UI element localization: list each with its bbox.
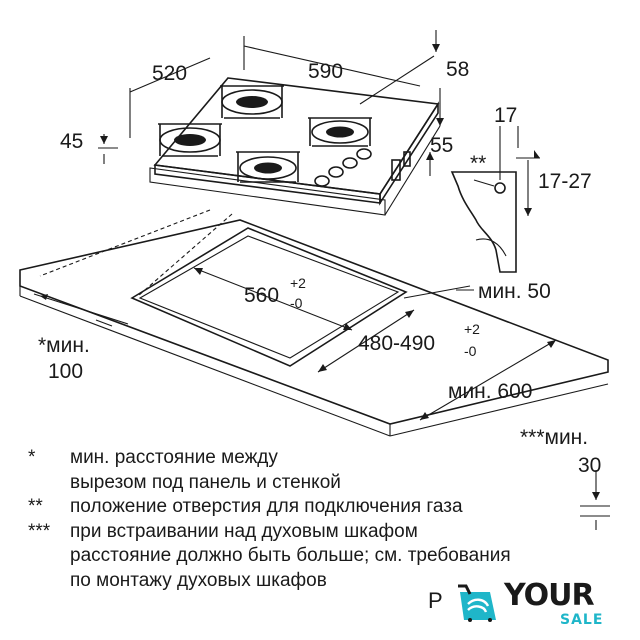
burner-back-right [308,117,372,147]
legend-text: расстояние должно быть больше; см. требо… [70,545,511,566]
dim-480-plus: +2 [464,321,480,337]
gas-hole-marker: ** [470,152,486,175]
legend-text: вырезом под панель и стенкой [70,471,341,493]
burner-back-left [220,85,284,119]
your-sale-logo: YOUR SALE [456,576,626,630]
dimension-lines-cutout [33,267,610,530]
legend-mark: * [28,447,36,468]
burner-front-left [158,123,222,157]
dim-560-minus: -0 [290,295,303,311]
dim-55: 55 [430,134,453,157]
shopping-bag-icon [458,584,496,622]
cutout-opening [130,227,408,367]
hob-drawing [149,77,441,216]
dim-560: 560 [244,284,279,307]
panel-profile [450,126,540,273]
dim-520: 520 [152,62,187,85]
dimension-lines-top [98,30,444,176]
logo-word: YOUR [504,578,595,613]
hob-body [149,167,386,216]
legend-mark: ** [28,496,43,517]
dim-triple-star-label: ***мин. [520,426,588,449]
dim-590: 590 [308,60,343,83]
worktop [19,209,609,437]
control-knobs [314,148,372,187]
dim-480-490: 480-490 [358,332,435,355]
hob-side-edge [379,101,439,206]
dim-45: 45 [60,130,83,153]
gas-connector [391,151,411,181]
legend: * мин. расстояние между вырезом под пане… [28,446,628,593]
legend-mark: *** [28,520,51,542]
dim-triple-star-value: 30 [578,454,601,477]
legend-item-3: *** при встраивании над духовым шкафом [28,520,628,545]
legend-text: при встраивании над духовым шкафом [70,520,418,542]
dim-star-min-value: 100 [48,360,83,383]
dim-480-minus: -0 [464,343,477,359]
legend-text: мин. расстояние между [70,447,278,468]
legend-text: по монтажу духовых шкафов [70,569,327,591]
legend-item-1: * мин. расстояние между [28,446,628,471]
dim-17: 17 [494,104,517,127]
footer-letter: P [428,588,443,613]
dim-min-50: мин. 50 [478,280,551,303]
legend-text: положение отверстия для подключения газа [70,496,463,517]
dim-560-plus: +2 [290,275,306,291]
legend-item-2: ** положение отверстия для подключения г… [28,495,628,520]
dim-17-27: 17-27 [538,170,592,193]
dim-star-min-label: *мин. [38,334,90,357]
logo-sub: SALE [560,612,604,628]
burner-front-right [236,151,300,183]
dim-min-600: мин. 600 [448,380,532,403]
dim-58: 58 [446,58,469,81]
